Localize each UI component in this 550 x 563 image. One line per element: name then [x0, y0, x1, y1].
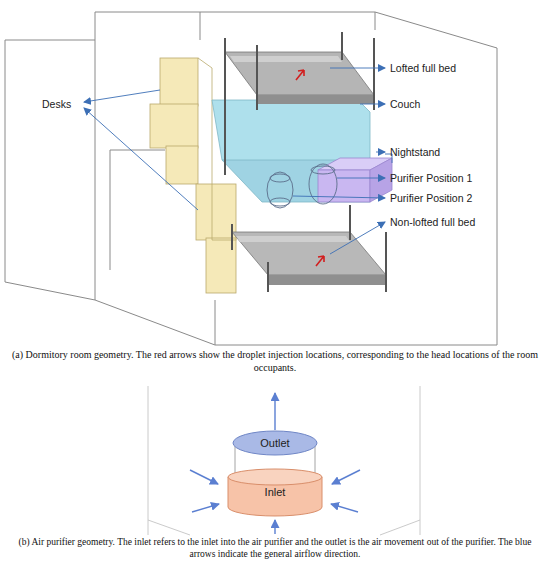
- part-label: Nightstand: [390, 146, 440, 158]
- leader-lines: [84, 68, 392, 254]
- part-label: Lofted full bed: [390, 62, 456, 74]
- nightstand-box: [318, 158, 392, 202]
- part-label: Non-lofted full bed: [390, 216, 475, 228]
- couch-shape: [212, 100, 370, 202]
- part-label: Desks: [42, 98, 71, 110]
- part-label: Purifier Position 2: [390, 192, 472, 204]
- inlet-cylinder: Inlet: [227, 468, 323, 516]
- room-outline: [5, 12, 497, 345]
- part-label: Purifier Position 1: [390, 172, 472, 184]
- outlet-ellipse: Outlet: [232, 430, 318, 456]
- purifier-frame: [148, 386, 420, 535]
- purifier-positions: [267, 164, 337, 208]
- lofted-bed: [225, 32, 374, 175]
- desk-blocks: [150, 58, 236, 293]
- figure-caption: (b) Air purifier geometry. The inlet ref…: [10, 537, 540, 560]
- part-label: Couch: [390, 98, 420, 110]
- node-text: Outlet: [260, 437, 289, 449]
- node-text: Inlet: [265, 486, 286, 498]
- non-lofted-bed: [232, 205, 386, 292]
- figure-caption: (a) Dormitory room geometry. The red arr…: [12, 349, 538, 374]
- airflow-arrows: [190, 393, 360, 534]
